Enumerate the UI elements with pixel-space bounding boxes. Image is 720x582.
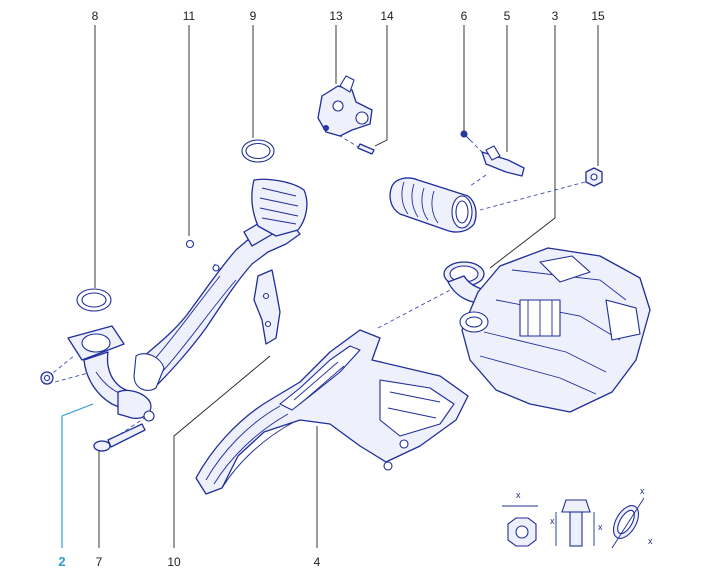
callout-15: 15 xyxy=(591,9,605,23)
callout-8: 8 xyxy=(92,9,99,23)
symbol-x-4: x xyxy=(640,486,645,496)
part-14-screw xyxy=(357,143,375,155)
callout-4: 4 xyxy=(314,555,321,569)
part-9-o-ring xyxy=(241,139,275,163)
part-8-gasket xyxy=(76,288,112,312)
part-engine-block xyxy=(459,247,651,413)
part-3-hose xyxy=(389,177,477,233)
part-bracket xyxy=(253,269,281,345)
legend-symbols: x x x x x xyxy=(502,486,653,549)
part-4-airbox xyxy=(195,329,469,495)
symbol-x-3: x xyxy=(598,522,603,532)
callout-13: 13 xyxy=(329,9,343,23)
callout-2: 2 xyxy=(58,554,65,569)
callout-5: 5 xyxy=(504,9,511,23)
part-6-screw xyxy=(460,130,471,141)
symbol-x-5: x xyxy=(648,536,653,546)
callout-9: 9 xyxy=(250,9,257,23)
symbol-x-1: x xyxy=(516,490,521,500)
callout-14: 14 xyxy=(380,9,394,23)
symbol-x-2: x xyxy=(550,516,555,526)
callout-11: 11 xyxy=(183,9,196,23)
part-2-elbow-pipe xyxy=(67,325,155,422)
part-7-bolt xyxy=(93,423,146,452)
callout-10: 10 xyxy=(167,555,181,569)
part-10-intake-pipe xyxy=(133,178,308,391)
part-15-nut xyxy=(585,167,603,187)
leader-lines xyxy=(61,25,599,548)
callout-6: 6 xyxy=(461,9,468,23)
callout-7: 7 xyxy=(96,555,103,569)
callout-3: 3 xyxy=(552,9,559,23)
part-5-sensor xyxy=(481,145,525,177)
part-13-valve xyxy=(317,75,373,137)
part-nut-left xyxy=(40,371,54,385)
